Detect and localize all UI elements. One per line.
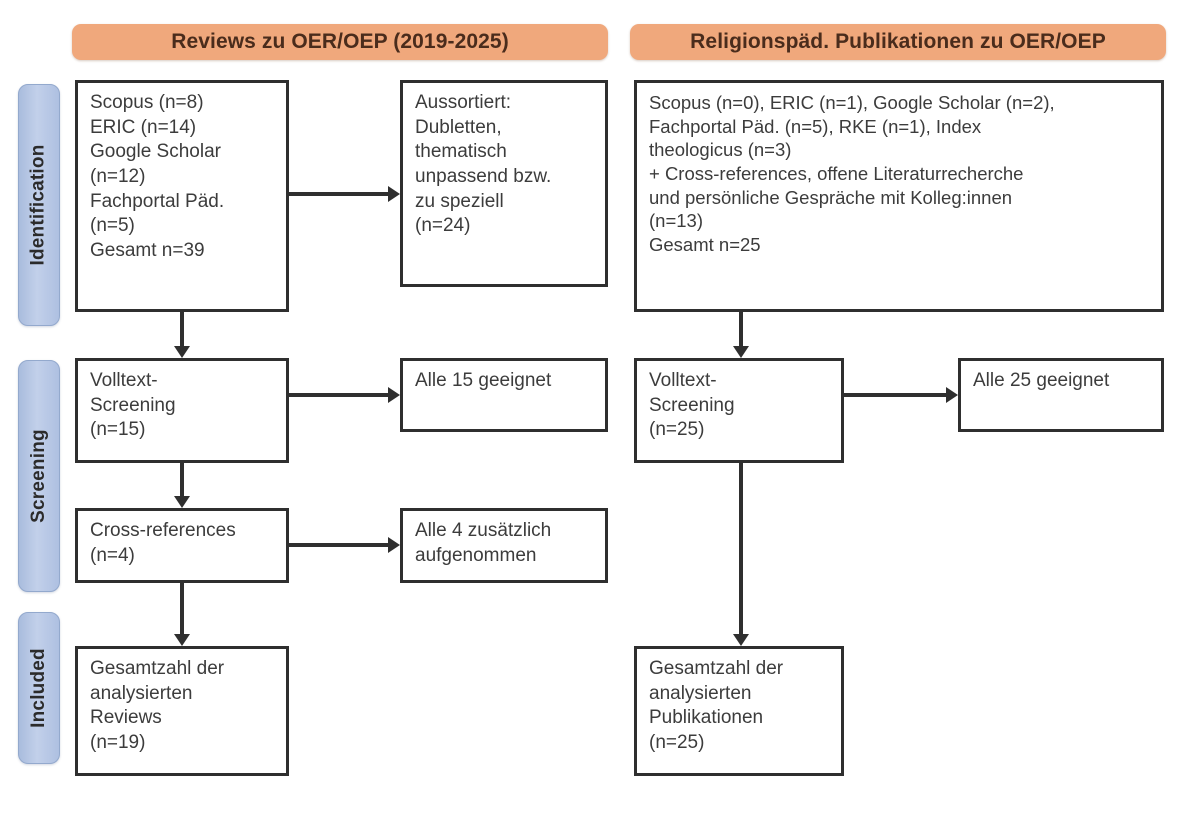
box-left-excluded: Aussortiert: Dubletten, thematisch unpas… (400, 80, 608, 287)
connector-left-ident-to-excluded (289, 192, 388, 196)
box-left-screening: Volltext- Screening (n=15) (75, 358, 289, 463)
connector-right-ident-to-screening (739, 312, 743, 346)
connector-left-crossref-to-result (289, 543, 388, 547)
box-left-cross-references: Cross-references (n=4) (75, 508, 289, 583)
connector-right-screening-to-included (739, 463, 743, 634)
stage-label-screening: Screening (28, 429, 50, 523)
box-right-screening: Volltext- Screening (n=25) (634, 358, 844, 463)
connector-left-crossref-to-included (180, 583, 184, 634)
arrowhead-left-crossref-to-included (174, 634, 190, 646)
arrowhead-left-screening-to-result (388, 387, 400, 403)
connector-left-screening-to-result (289, 393, 388, 397)
box-left-screening-result: Alle 15 geeignet (400, 358, 608, 432)
stage-label-included: Included (28, 648, 49, 728)
stage-pill-identification: Identification (18, 84, 60, 326)
box-left-included: Gesamtzahl der analysierten Reviews (n=1… (75, 646, 289, 776)
box-right-included: Gesamtzahl der analysierten Publikatione… (634, 646, 844, 776)
arrowhead-right-screening-to-result (946, 387, 958, 403)
arrowhead-left-screening-to-crossref (174, 496, 190, 508)
connector-right-screening-to-result (844, 393, 946, 397)
stage-label-identification: Identification (28, 144, 49, 266)
arrowhead-left-ident-to-excluded (388, 186, 400, 202)
box-right-screening-result: Alle 25 geeignet (958, 358, 1164, 432)
column-header-right: Religionspäd. Publikationen zu OER/OEP (630, 24, 1166, 60)
box-right-identification: Scopus (n=0), ERIC (n=1), Google Scholar… (634, 80, 1164, 312)
arrowhead-right-screening-to-included (733, 634, 749, 646)
arrowhead-right-ident-to-screening (733, 346, 749, 358)
box-left-cross-references-result: Alle 4 zusätzlich aufgenommen (400, 508, 608, 583)
arrowhead-left-crossref-to-result (388, 537, 400, 553)
stage-pill-included: Included (18, 612, 60, 764)
stage-pill-screening: Screening (18, 360, 60, 592)
box-left-identification: Scopus (n=8) ERIC (n=14) Google Scholar … (75, 80, 289, 312)
column-header-left: Reviews zu OER/OEP (2019-2025) (72, 24, 608, 60)
connector-left-screening-to-crossref (180, 463, 184, 496)
arrowhead-left-ident-to-screening (174, 346, 190, 358)
connector-left-ident-to-screening (180, 312, 184, 346)
